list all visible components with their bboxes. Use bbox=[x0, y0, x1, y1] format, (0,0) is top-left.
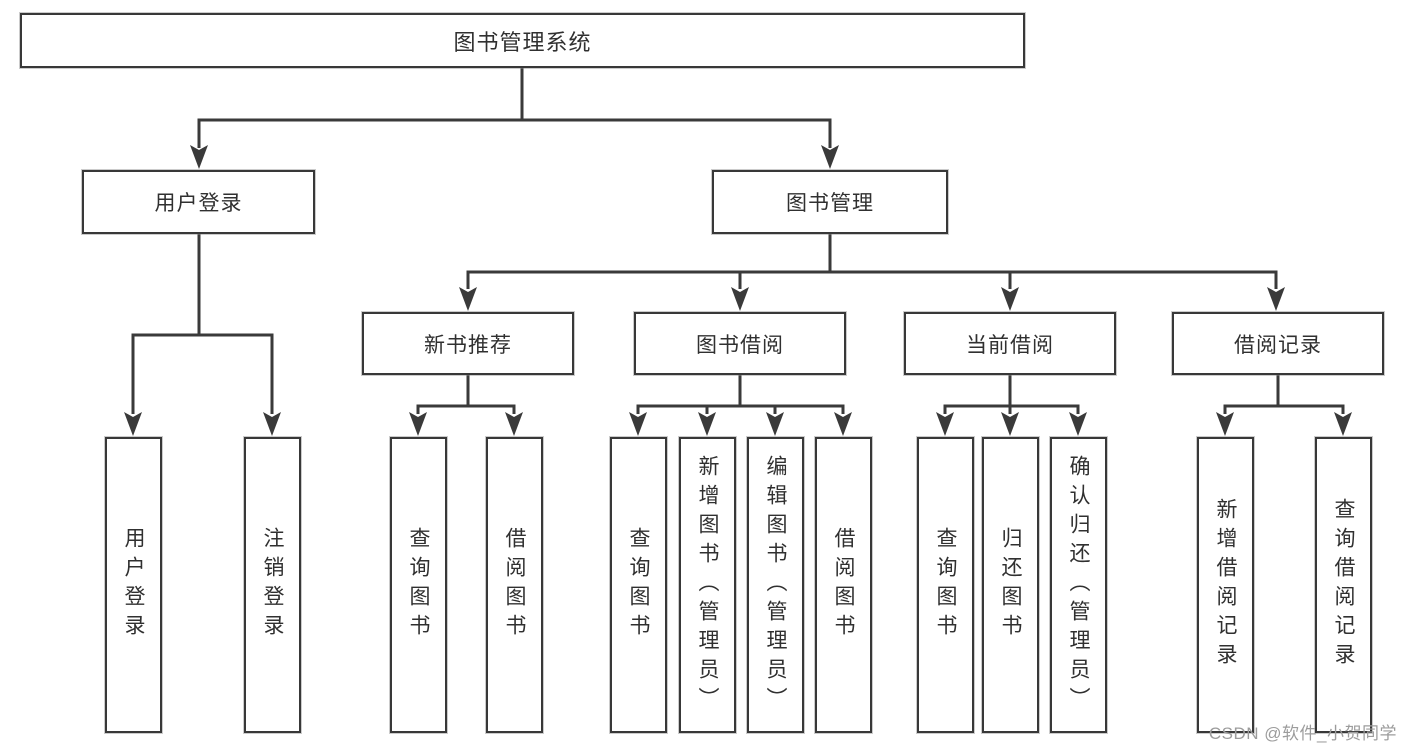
leaf-return-books: 归还图书 bbox=[982, 437, 1039, 733]
leaf-query-books-current: 查询图书 bbox=[917, 437, 974, 733]
node-book-management: 图书管理 bbox=[712, 170, 948, 234]
node-user-login: 用户登录 bbox=[82, 170, 315, 234]
leaf-user-login: 用户登录 bbox=[105, 437, 162, 733]
leaf-add-borrow-record: 新增借阅记录 bbox=[1197, 437, 1254, 733]
node-book-borrowing: 图书借阅 bbox=[634, 312, 846, 375]
leaf-borrow-books-recommend: 借阅图书 bbox=[486, 437, 543, 733]
leaf-confirm-return-admin: 确认归还（管理员） bbox=[1050, 437, 1107, 733]
leaf-logout: 注销登录 bbox=[244, 437, 301, 733]
node-root: 图书管理系统 bbox=[20, 13, 1025, 68]
leaf-query-books-borrow: 查询图书 bbox=[610, 437, 667, 733]
node-current-borrowing: 当前借阅 bbox=[904, 312, 1116, 375]
node-new-book-recommendation: 新书推荐 bbox=[362, 312, 574, 375]
leaf-borrow-books: 借阅图书 bbox=[815, 437, 872, 733]
watermark: CSDN @软件_小贺同学 bbox=[1208, 724, 1397, 743]
leaf-query-books-recommend: 查询图书 bbox=[390, 437, 447, 733]
leaf-add-books-admin: 新增图书（管理员） bbox=[679, 437, 736, 733]
leaf-edit-books-admin: 编辑图书（管理员） bbox=[747, 437, 804, 733]
node-borrowing-records: 借阅记录 bbox=[1172, 312, 1384, 375]
leaf-query-borrow-record: 查询借阅记录 bbox=[1315, 437, 1372, 733]
